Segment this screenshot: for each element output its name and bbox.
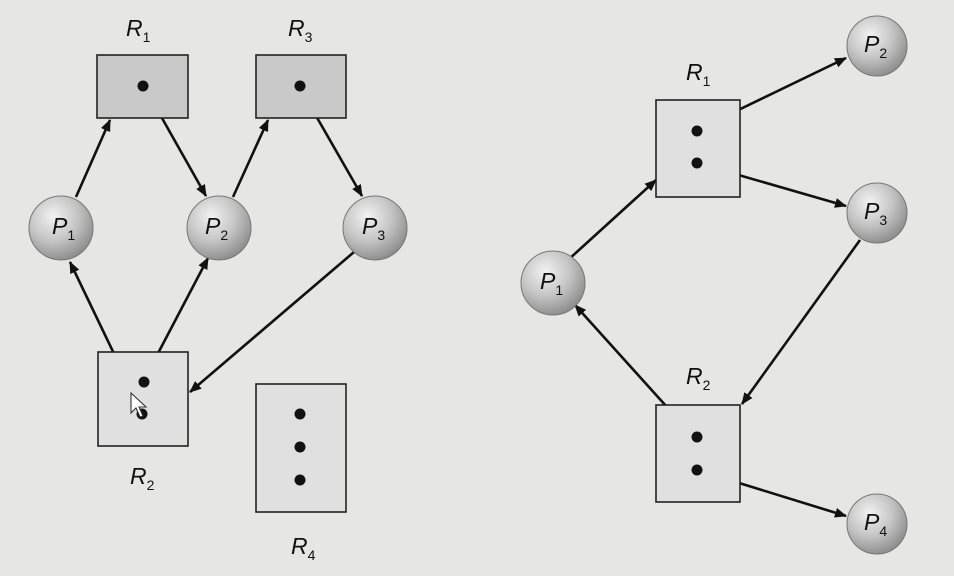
instance-dot [294,408,306,420]
resource-r2: R2 [97,351,189,493]
process-p2: P2 [846,15,908,77]
resource-label-r1: R1 [686,59,711,89]
edge-p2-r3 [231,119,270,198]
edge-p1-r1 [74,119,112,198]
resource-label-r3: R3 [288,15,313,45]
process-p1: P1 [520,250,586,316]
process-label-p4: P4 [864,509,887,539]
process-p3: P3 [846,182,908,244]
resource-label-r4: R4 [291,533,316,563]
edge-p3-r2 [740,239,862,405]
mouse-cursor-icon [130,391,148,418]
instance-dot [294,80,306,92]
left-graph: R1 R3 R2 R4 P1 [28,15,408,563]
resource-label-r2: R2 [686,363,711,393]
resource-r4: R4 [255,383,347,563]
resource-r1: R1 [96,15,189,119]
instance-dot [691,464,703,476]
right-graph: R1 R2 P1 P2 P3 P4 [520,15,908,555]
resource-r1: R1 [655,59,741,198]
resource-label-r2: R2 [130,463,155,493]
process-label-p3: P3 [362,213,385,243]
process-p2: P2 [186,195,252,261]
instance-dot [691,125,703,137]
edge-p3-r2 [189,251,355,393]
instance-dot [138,376,150,388]
process-label-p1: P1 [540,268,563,298]
process-p4: P4 [846,493,908,555]
process-label-p1: P1 [52,213,75,243]
instance-dot [294,441,306,453]
process-p1: P1 [28,195,94,261]
instance-dot [691,157,703,169]
edge-p1-r1 [567,179,657,261]
instance-dot [294,474,306,486]
process-label-p2: P2 [205,213,228,243]
process-label-p3: P3 [864,198,887,228]
resource-r3: R3 [255,15,347,119]
instance-dot [137,80,149,92]
instance-dot [691,431,703,443]
process-p3: P3 [342,195,408,261]
resource-label-r1: R1 [126,15,151,45]
process-label-p2: P2 [864,31,887,61]
resource-r2: R2 [655,363,741,503]
